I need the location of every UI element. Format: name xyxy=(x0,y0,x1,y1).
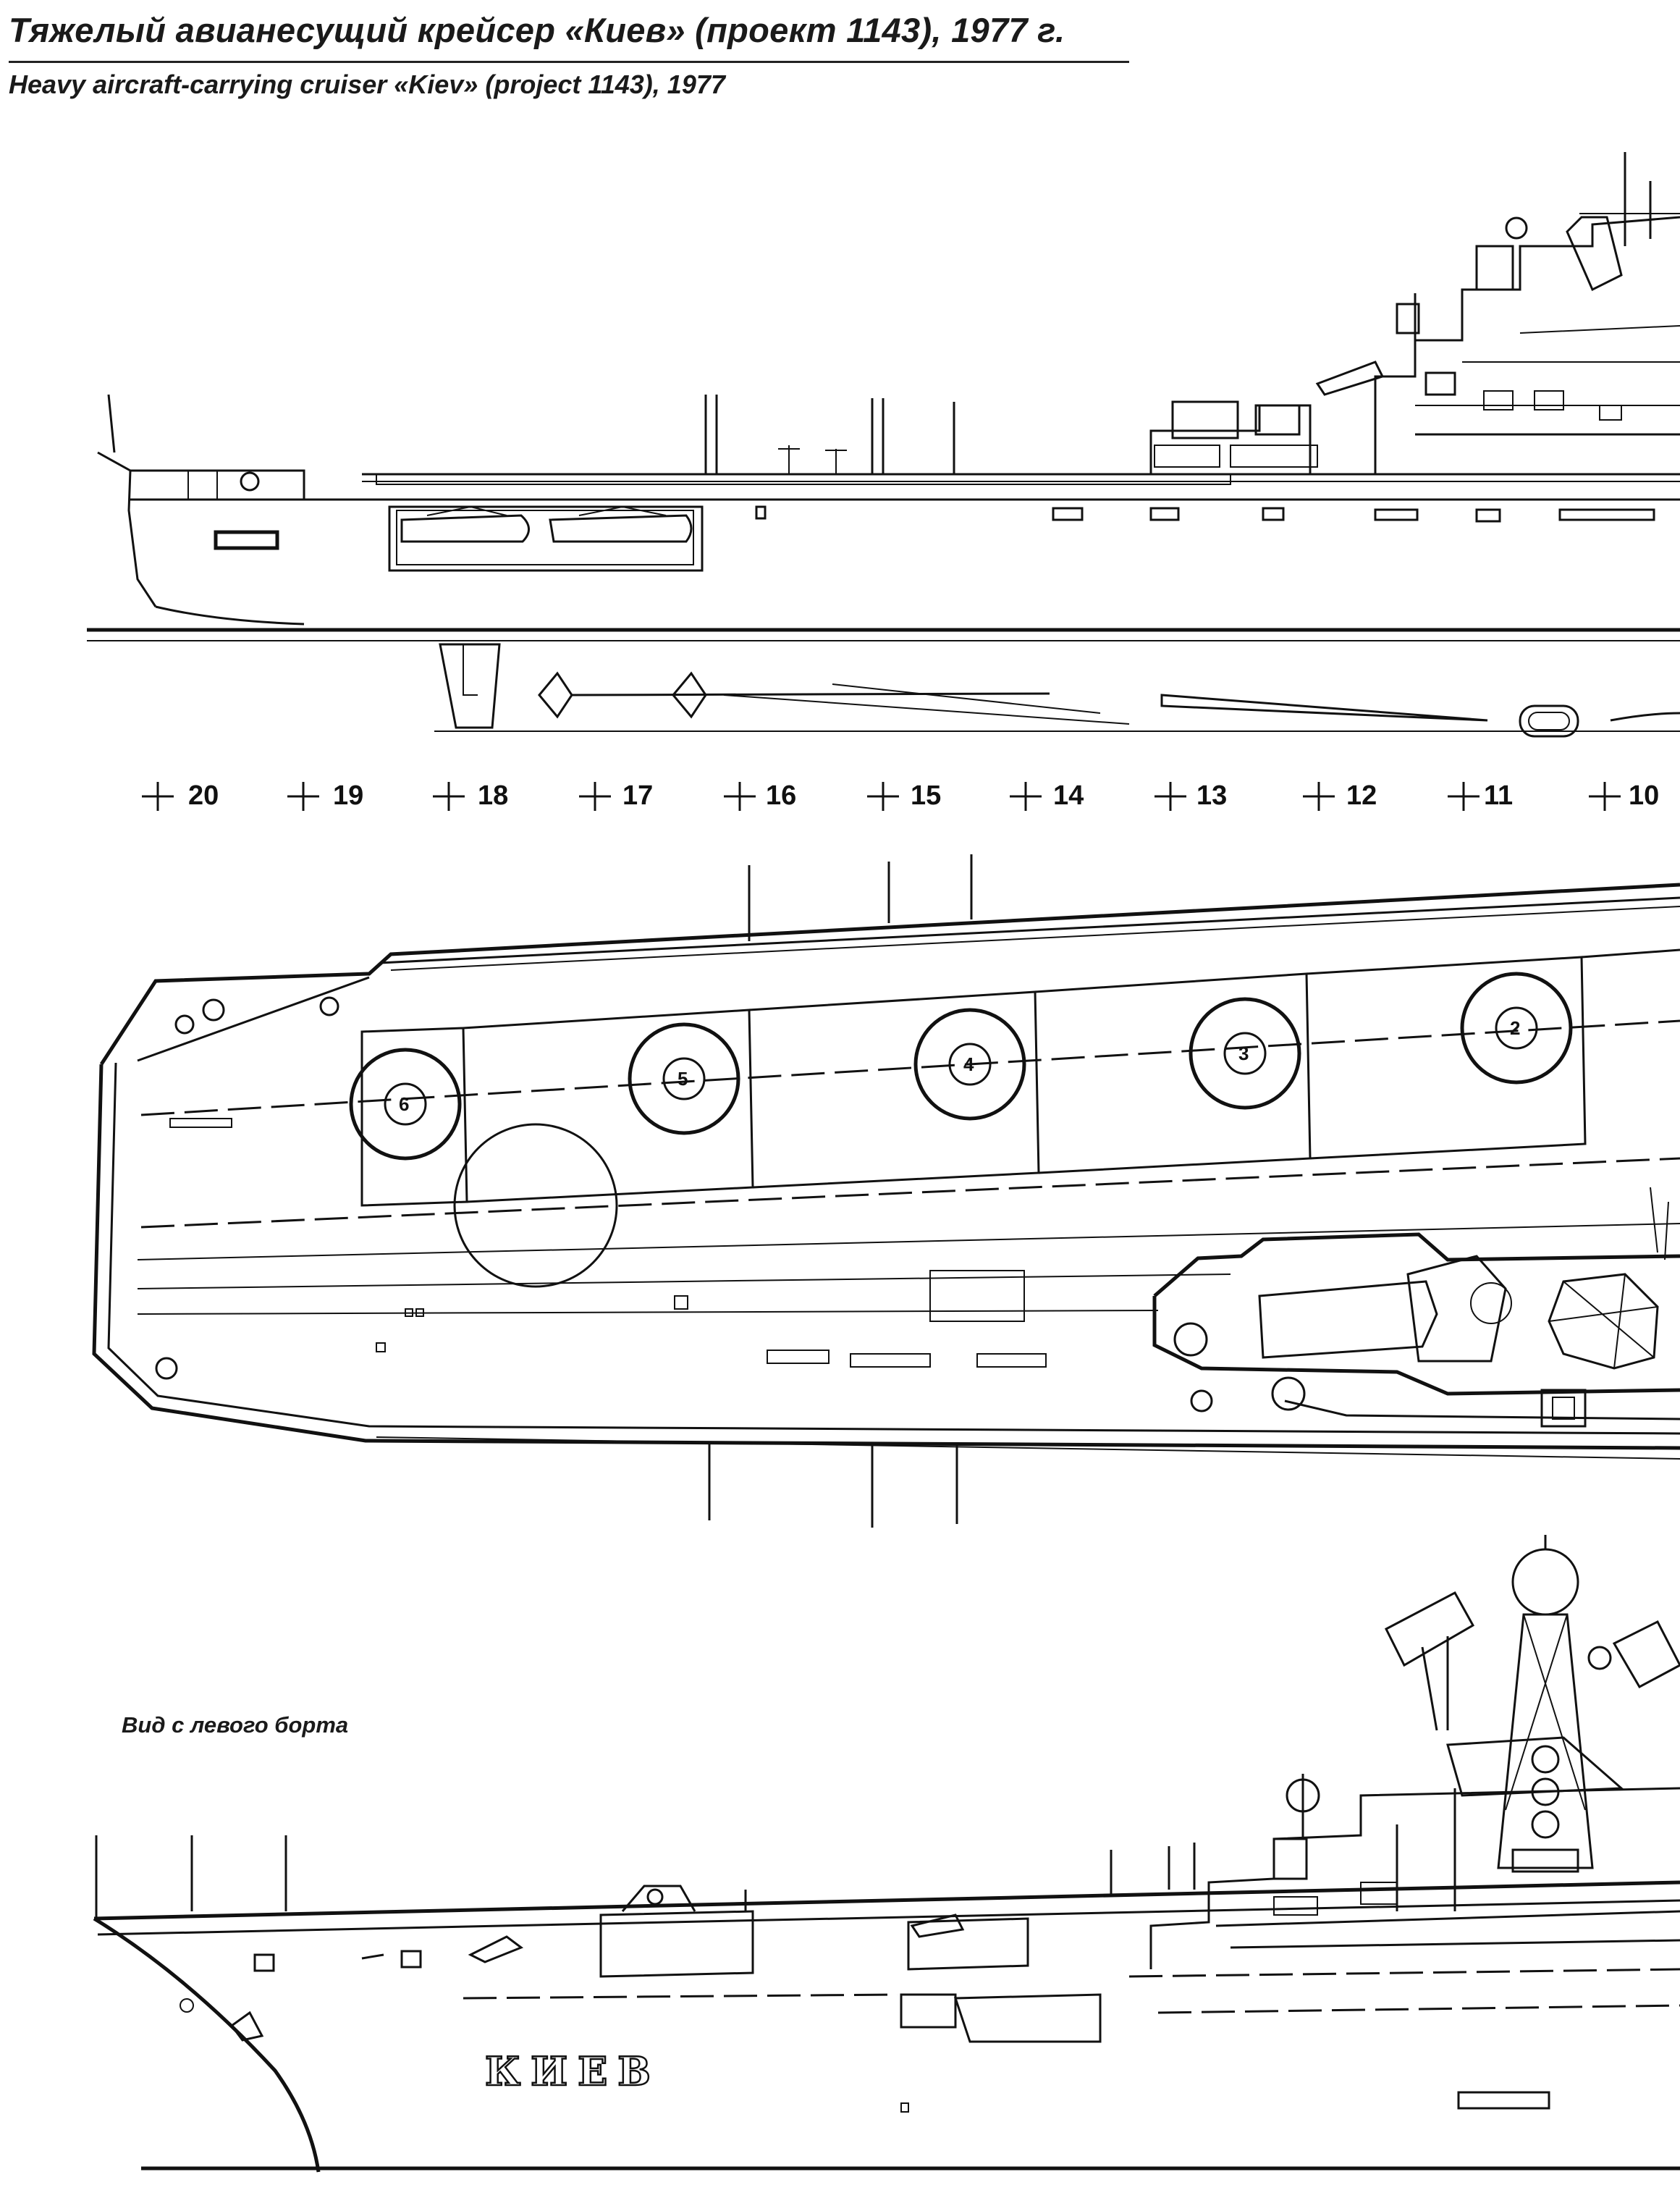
station-marker: 19 xyxy=(287,780,363,811)
station-label: 16 xyxy=(766,780,796,811)
station-label: 18 xyxy=(478,780,508,811)
station-label: 11 xyxy=(1484,780,1513,811)
helipad-number: 2 xyxy=(1510,1017,1520,1039)
helipad-circle: 3 xyxy=(1189,997,1301,1110)
hull-name: КИЕВ xyxy=(485,2048,661,2095)
station-marker: 20 xyxy=(142,780,219,811)
station-marker: 13 xyxy=(1155,780,1227,811)
station-label: 19 xyxy=(333,780,363,811)
station-marker: 12 xyxy=(1303,780,1377,811)
station-label: 17 xyxy=(622,780,653,811)
station-marker: 15 xyxy=(867,780,941,811)
station-marker: 10 xyxy=(1589,780,1659,811)
station-label: 15 xyxy=(911,780,941,811)
helipad-circle: 5 xyxy=(628,1022,740,1135)
station-label: 12 xyxy=(1346,780,1377,811)
station-marker: 14 xyxy=(1010,780,1084,811)
starboard-profile-view xyxy=(87,152,1680,738)
helipad-number: 4 xyxy=(963,1053,974,1075)
title-russian: Тяжелый авианесущий крейсер «Киев» (прое… xyxy=(9,11,1065,49)
flight-deck-plan-view: 6 5 4 3 2 xyxy=(92,854,1680,1528)
title-english: Heavy aircraft-carrying cruiser «Kiev» (… xyxy=(9,70,725,99)
station-label: 13 xyxy=(1196,780,1227,811)
station-label: 14 xyxy=(1053,780,1084,811)
helipad-number: 3 xyxy=(1238,1043,1249,1064)
port-side-view-label: Вид с левого борта xyxy=(122,1712,349,1738)
helipad-number: 6 xyxy=(399,1093,409,1115)
frame-station-scale: 20 19 18 17 16 15 14 13 xyxy=(142,780,1659,811)
title-underline xyxy=(9,61,1129,63)
station-label: 10 xyxy=(1629,780,1659,811)
station-label: 20 xyxy=(188,780,219,811)
station-marker: 18 xyxy=(433,780,508,811)
helipad-circle: 4 xyxy=(913,1008,1026,1121)
station-marker: 16 xyxy=(724,780,796,811)
station-marker: 17 xyxy=(579,780,653,811)
helipad-circle: 6 xyxy=(349,1048,462,1161)
port-profile-view: КИЕВ xyxy=(93,1535,1680,2173)
station-marker: 11 xyxy=(1448,780,1513,811)
helipad-number: 5 xyxy=(678,1068,688,1090)
helipad-circle: 2 xyxy=(1460,972,1573,1085)
